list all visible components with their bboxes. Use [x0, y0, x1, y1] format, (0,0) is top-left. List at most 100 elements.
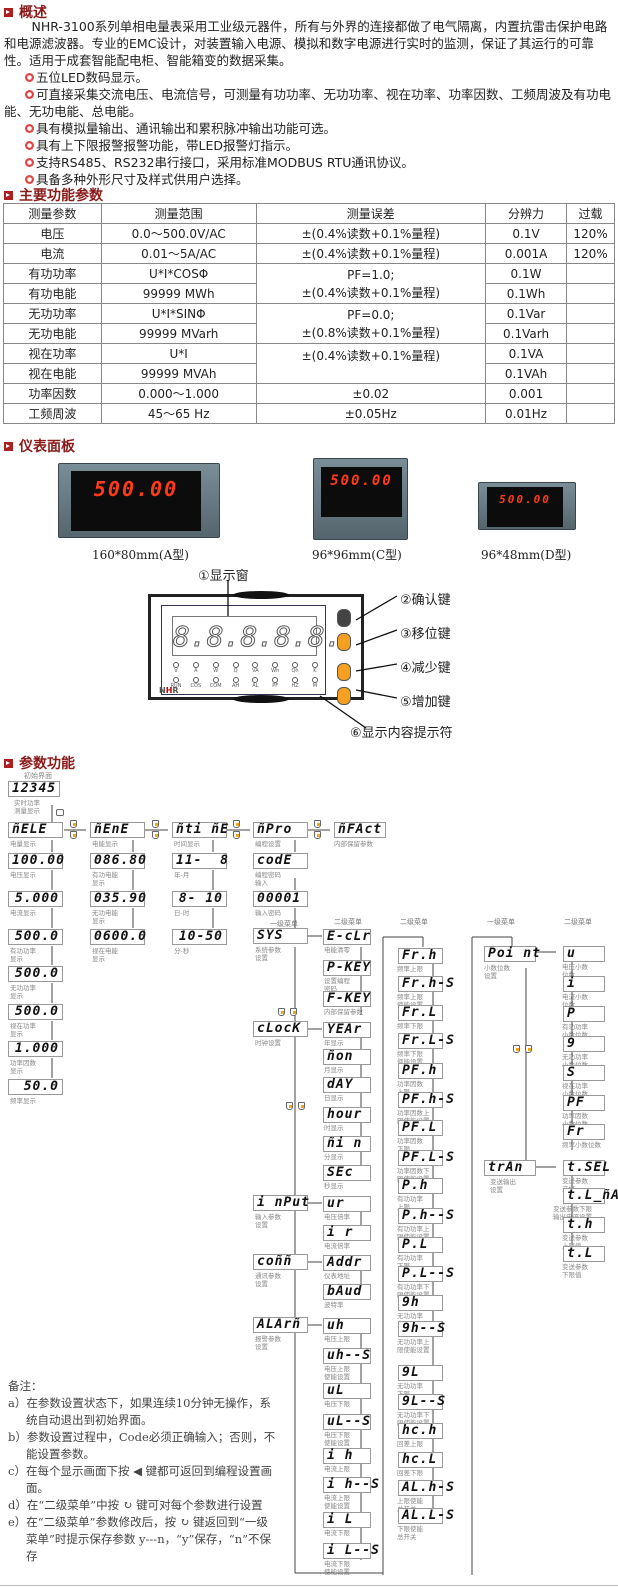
sub-label: 电压上限 使能设置 — [324, 1365, 350, 1381]
lcd-menu-point[interactable]: Poi nt — [484, 946, 540, 962]
sub-label: 电流上限 — [324, 1465, 350, 1473]
led-indicator: VA — [247, 662, 263, 674]
lcd-sub[interactable]: PF.L-S — [398, 1150, 454, 1166]
lcd-sub[interactable]: uh — [323, 1318, 371, 1334]
lcd-sub[interactable]: PF.L — [398, 1120, 443, 1136]
menu-label: 内部保留参数 — [334, 840, 373, 848]
lcd-sub[interactable]: SEc — [323, 1165, 371, 1181]
cell-overload: 120% — [565, 223, 616, 244]
lcd-sub[interactable]: 9L--S — [398, 1394, 445, 1410]
lcd-sub[interactable]: P.L — [398, 1237, 443, 1253]
section-arrow-icon — [4, 7, 13, 17]
lcd-menu-tran[interactable]: trAn — [484, 1160, 536, 1176]
lcd-sub[interactable]: P.L--S — [398, 1266, 454, 1282]
lcd-sub[interactable]: uL--S — [323, 1414, 371, 1430]
lcd-sub[interactable]: ñon — [323, 1049, 371, 1065]
table-row: 功率因数 0.000～1.000 ±0.02 0.001 — [3, 383, 616, 404]
lcd-sub[interactable]: 9h — [398, 1295, 443, 1311]
lcd-sub[interactable]: Fr.h — [398, 948, 443, 964]
section-params-title: 参数功能 — [4, 753, 75, 773]
lcd-sub[interactable]: t.L_ñA — [563, 1188, 618, 1204]
lcd-sub[interactable]: Fr.L — [398, 1005, 443, 1021]
lcd-sub[interactable]: Fr.L-S — [398, 1033, 454, 1049]
sub-label: 电压上限 — [324, 1335, 350, 1343]
lcd-sub[interactable]: 9h--S — [398, 1321, 445, 1337]
lcd-menu-comm[interactable]: coññ — [253, 1254, 308, 1270]
lcd-sub[interactable]: dAY — [323, 1077, 371, 1093]
value-label: 分-秒 — [174, 947, 190, 955]
lcd-menu-time[interactable]: ñti ñE — [172, 822, 228, 838]
lcd-sub[interactable]: 9L — [398, 1365, 443, 1381]
callout-display-window: ①显示窗 — [198, 569, 249, 584]
lcd-sub[interactable]: PF — [563, 1095, 605, 1111]
lcd-sub[interactable]: i h--S — [323, 1477, 379, 1493]
cell-param: 工频周波 — [3, 403, 102, 424]
sub-label: 分显示 — [324, 1153, 344, 1161]
lcd-sub[interactable]: P-KEY — [323, 960, 371, 976]
lcd-sub[interactable]: hour — [323, 1107, 371, 1123]
lcd-sub[interactable]: P — [563, 1006, 605, 1022]
cell-error: ±0.05Hz — [255, 403, 487, 424]
sub-label: 电流下限 使能设置 — [324, 1560, 350, 1576]
section-arrow-icon — [4, 758, 13, 768]
lcd-sub[interactable]: ur — [323, 1196, 371, 1212]
lcd-sub[interactable]: hc.h — [398, 1423, 443, 1439]
lcd-sub[interactable]: P.h — [398, 1178, 443, 1194]
feature-item: 具备多种外形尺寸及样式供用户选择。 — [4, 171, 616, 188]
value-label: 电压显示 — [10, 871, 36, 879]
lcd-password[interactable]: 00001 — [253, 891, 308, 907]
lcd-sub[interactable]: S — [563, 1065, 605, 1081]
lcd-sub[interactable]: uh--S — [323, 1348, 371, 1364]
level2-header: 二级菜单 — [564, 918, 592, 926]
lcd-sub[interactable]: ñi n — [323, 1136, 371, 1152]
lcd-sub[interactable]: hc.L — [398, 1452, 443, 1468]
sub-label: 电压倍率 — [324, 1213, 350, 1221]
lcd-sub[interactable]: u — [563, 946, 605, 962]
lcd-sub[interactable]: 9 — [563, 1036, 605, 1052]
callout-confirm-key: ②确认键 — [400, 593, 451, 608]
lcd-sub[interactable]: bAud — [323, 1284, 371, 1300]
lcd-menu-factory[interactable]: ñFAct — [334, 822, 386, 838]
lcd-sub[interactable]: i — [563, 976, 605, 992]
feature-item: 具有上下限报警报警功能，带LED报警灯指示。 — [4, 137, 616, 154]
lcd-sub[interactable]: uL — [323, 1383, 371, 1399]
lcd-sub[interactable]: F-KEY — [323, 991, 371, 1007]
lcd-menu-clock[interactable]: cLocK — [253, 1021, 308, 1037]
lcd-menu-energy[interactable]: ñEnE — [90, 822, 145, 838]
meter-image-c: 500.00 — [313, 458, 408, 540]
lcd-sub[interactable]: Fr.h-S — [398, 976, 454, 992]
lcd-menu-sys[interactable]: SYS — [253, 928, 308, 944]
lcd-sub[interactable]: YEAr — [323, 1022, 371, 1038]
sub-label: 电流下限 — [324, 1529, 350, 1537]
value-label: 电流显示 — [10, 909, 36, 917]
lcd-sub[interactable]: t.SEL — [563, 1160, 610, 1176]
lcd-sub[interactable]: i h — [323, 1448, 371, 1464]
lcd-sub[interactable]: PF.h — [398, 1063, 443, 1079]
lcd-menu-alarm[interactable]: ALArñ — [253, 1317, 308, 1333]
lcd-sub[interactable]: t.h — [563, 1217, 605, 1233]
lcd-sub[interactable]: E-cLr — [323, 929, 371, 945]
lcd-sub[interactable]: t.L — [563, 1246, 605, 1262]
lcd-sub[interactable]: i L--S — [323, 1543, 379, 1559]
lcd-menu-elec[interactable]: ñELE — [8, 822, 63, 838]
note-item: d）在“二级菜单”中按 ↻ 键可对每个参数进行设置 — [8, 1498, 263, 1512]
lcd-menu-input[interactable]: i nPut — [253, 1195, 309, 1211]
lcd-sub[interactable]: i r — [323, 1225, 371, 1241]
cell-param: 有功电能 — [3, 283, 102, 304]
led-indicator: HZ — [287, 677, 303, 689]
lcd-initial: 12345 — [8, 781, 60, 797]
value-label: 频率显示 — [10, 1097, 36, 1105]
lcd-sub[interactable]: Fr — [563, 1124, 605, 1140]
lcd-sub[interactable]: PF.h-S — [398, 1092, 454, 1108]
lcd-code[interactable]: codE — [253, 853, 308, 869]
lcd-menu-prog[interactable]: ñPro — [253, 822, 308, 838]
value-label: 功率因数 显示 — [10, 1059, 36, 1075]
menu-label: 编程设置 — [255, 840, 281, 848]
lcd-sub[interactable]: AL.L-S — [398, 1508, 454, 1524]
initial-label: 初始界面 — [24, 772, 52, 780]
lcd-sub[interactable]: Addr — [323, 1255, 371, 1271]
lcd-sub[interactable]: AL.h-S — [398, 1480, 454, 1496]
led-row: V A W Q VA Wh Qh K — [168, 662, 323, 674]
lcd-sub[interactable]: i L — [323, 1512, 371, 1528]
lcd-sub[interactable]: P.h--S — [398, 1208, 454, 1224]
